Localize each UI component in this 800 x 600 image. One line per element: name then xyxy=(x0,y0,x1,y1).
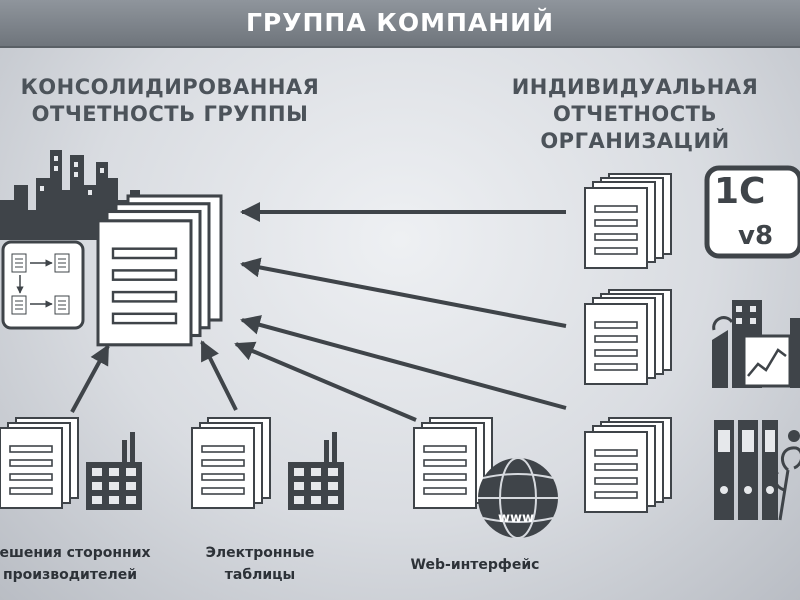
right-documents-middle-icon xyxy=(584,289,672,385)
arrow-bottom-right xyxy=(240,315,567,410)
arrow-middle-right xyxy=(240,257,567,328)
consolidated-reporting-title: КОНСОЛИДИРОВАННАЯ ОТЧЕТНОСТЬ ГРУППЫ xyxy=(20,74,320,128)
third-party-caption: решения сторонних производителей xyxy=(0,542,160,586)
individual-title-line1: ИНДИВИДУАЛЬНАЯ xyxy=(511,75,759,99)
arrow-spreadsheets xyxy=(200,340,238,411)
logo-v8-text: v8 xyxy=(738,221,773,251)
individual-reporting-title: ИНДИВИДУАЛЬНАЯ ОТЧЕТНОСТЬ ОРГАНИЗАЦИЙ xyxy=(465,74,800,155)
globe-www-text: www xyxy=(498,511,534,526)
right-documents-bottom-icon xyxy=(584,417,672,513)
spreadsheets-caption: Электронные таблицы xyxy=(195,542,325,586)
spreadsheets-caption-line1: Электронные xyxy=(205,545,315,561)
spreadsheets-caption-line2: таблицы xyxy=(224,567,296,583)
web-interface-caption-line1: Web-интерфейс xyxy=(410,557,540,573)
flow-arrows xyxy=(70,202,567,422)
header-title: ГРУППА КОМПАНИЙ xyxy=(245,8,555,37)
office-building-icon xyxy=(712,300,800,388)
consolidated-title-line2: ОТЧЕТНОСТЬ ГРУППЫ xyxy=(31,102,309,126)
spreadsheet-calculator-icon xyxy=(288,432,344,510)
right-documents-top-icon xyxy=(584,173,672,269)
building-skyline-icon xyxy=(0,150,140,240)
1c-logo-icon: 1С v8 xyxy=(704,165,800,259)
workflow-box-icon xyxy=(1,240,85,330)
spreadsheet-documents-icon xyxy=(191,417,271,509)
consolidated-title-line1: КОНСОЛИДИРОВАННАЯ xyxy=(20,75,320,99)
binders-icon xyxy=(714,420,800,521)
arrow-web xyxy=(234,341,417,422)
globe-icon: www xyxy=(478,457,558,539)
third-party-calculator-icon xyxy=(86,432,142,510)
third-party-caption-line2: производителей xyxy=(2,567,138,583)
individual-title-line2: ОТЧЕТНОСТЬ ОРГАНИЗАЦИЙ xyxy=(540,102,730,153)
arrow-third-party xyxy=(70,344,110,413)
logo-1c-text: 1С xyxy=(714,171,765,212)
web-interface-caption: Web-интерфейс xyxy=(395,554,555,576)
third-party-documents-icon xyxy=(0,417,79,509)
consolidated-documents-icon xyxy=(96,194,223,347)
third-party-caption-line1: решения сторонних xyxy=(0,545,151,561)
header-bar: ГРУППА КОМПАНИЙ xyxy=(0,0,800,48)
